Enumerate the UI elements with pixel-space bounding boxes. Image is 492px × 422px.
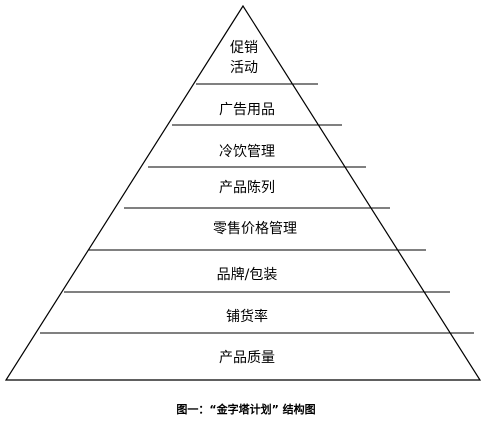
tier-label-1-line-1: 促销 <box>230 40 258 56</box>
tier-label-7: 铺货率 <box>226 308 268 325</box>
tier-label-1-line-2: 活动 <box>230 60 258 76</box>
figure-caption: 图一：“金字塔计划” 结构图 <box>176 403 316 416</box>
tier-label-5: 零售价格管理 <box>213 221 297 237</box>
tier-label-2: 广告用品 <box>219 102 275 118</box>
tier-label-3: 冷饮管理 <box>219 144 275 160</box>
tier-label-6: 品牌/包装 <box>217 266 278 283</box>
tier-label-8: 产品质量 <box>219 350 275 366</box>
tier-label-4: 产品陈列 <box>219 179 275 196</box>
pyramid-outline <box>4 4 482 381</box>
